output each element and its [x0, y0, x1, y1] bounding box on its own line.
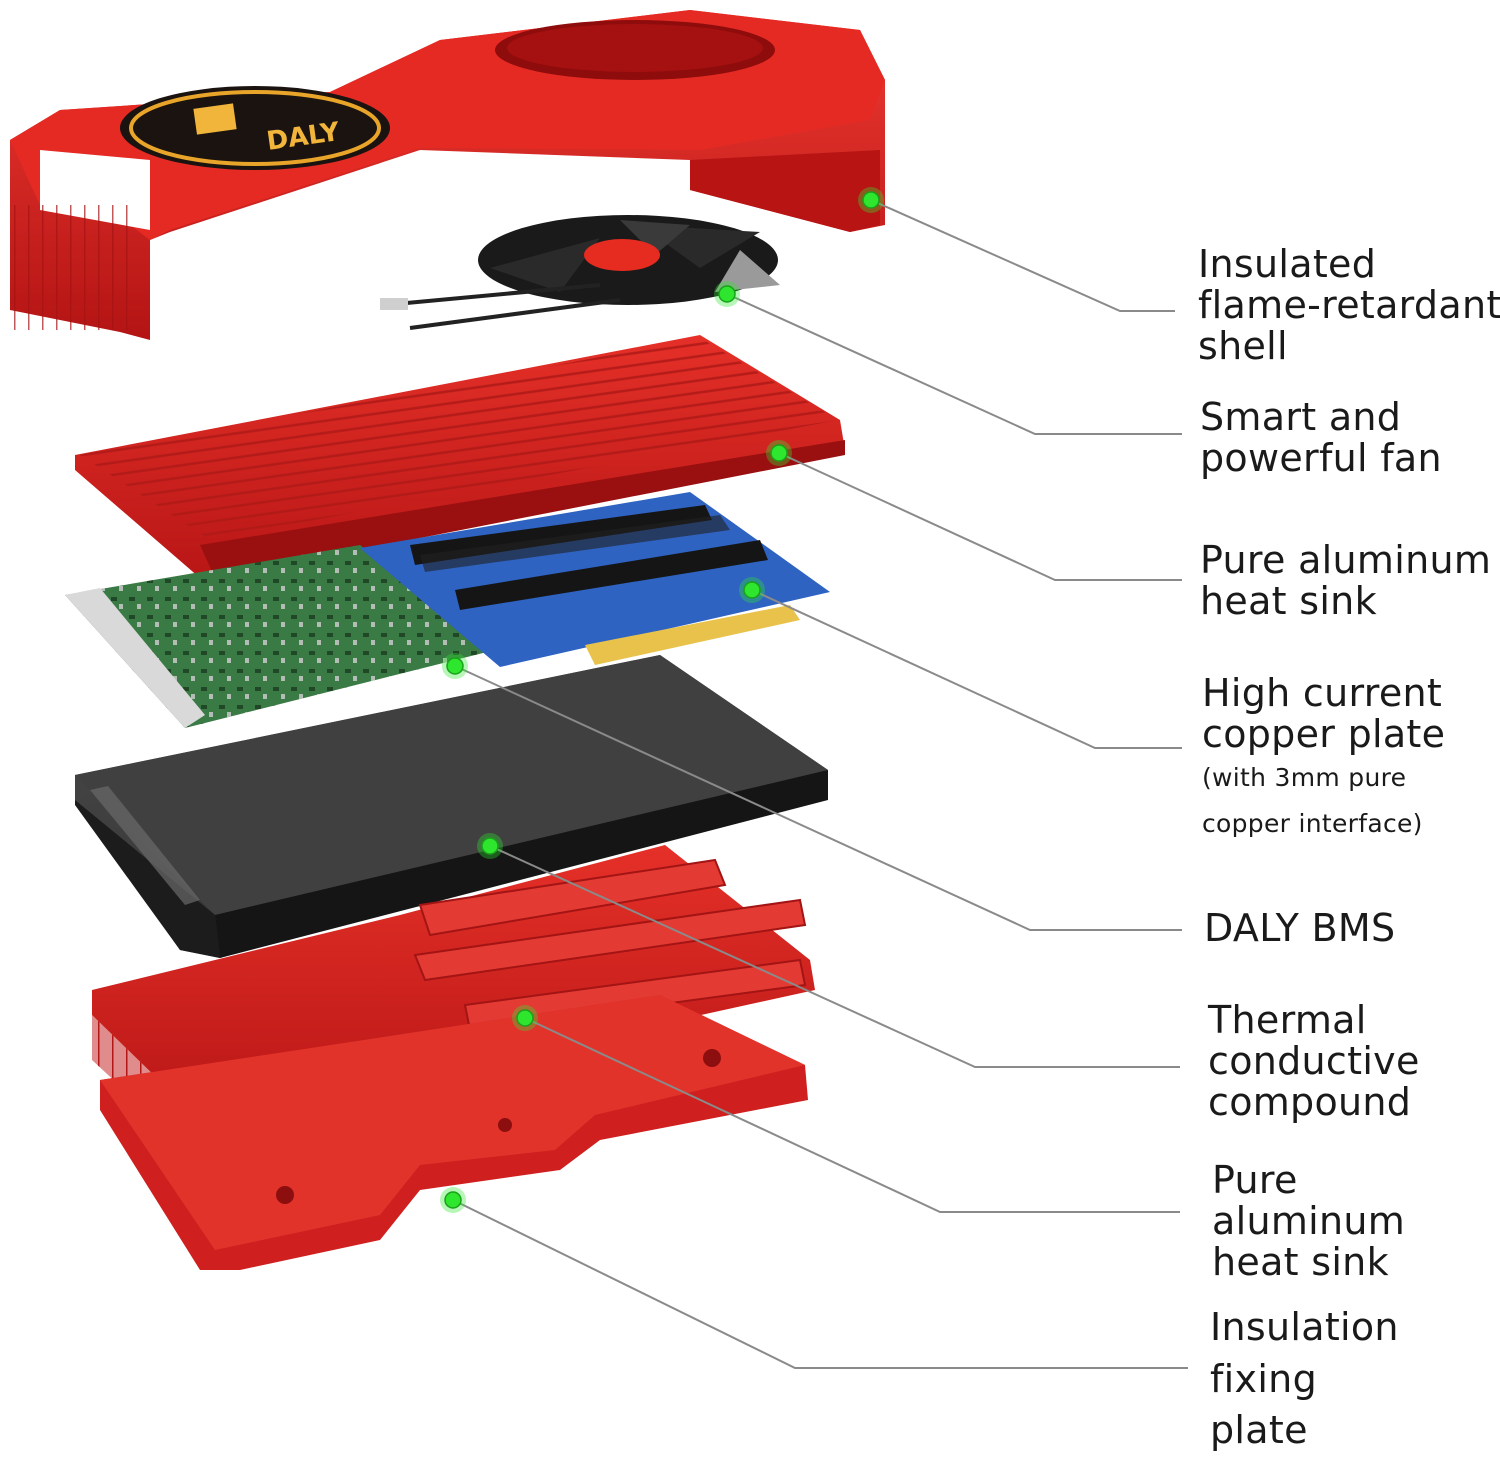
label-bottom-heat-sink: Pure aluminum heat sink — [1212, 1158, 1406, 1285]
leader-line-shell — [870, 199, 1175, 312]
label-fixing-plate: Insulation fixing plate — [1210, 1302, 1399, 1457]
label-copper-plate-line-1: High current — [1202, 671, 1443, 715]
label-copper-plate-note-2: copper interface) — [1202, 809, 1423, 839]
leader-line-bms — [454, 665, 1182, 931]
label-bottom-heat-sink-line-2: aluminum — [1212, 1199, 1406, 1244]
label-top-heat-sink-line-2: heat sink — [1200, 579, 1377, 624]
leader-lines — [452, 199, 1188, 1369]
marker-dot-bms — [446, 657, 464, 675]
label-bottom-heat-sink-line-1: Pure — [1212, 1158, 1298, 1202]
leader-line-top-heat-sink — [778, 452, 1182, 581]
fan-illustration — [380, 215, 780, 330]
leader-line-fan — [726, 293, 1182, 435]
leader-line-thermal-compound — [489, 845, 1180, 1068]
label-fan-line-2: powerful fan — [1200, 436, 1442, 481]
marker-dot-top-heat-sink — [770, 444, 788, 462]
leader-line-copper-plate — [751, 589, 1182, 749]
label-fan-line-1: Smart and — [1200, 395, 1402, 439]
label-bms-line-1: DALY BMS — [1204, 906, 1396, 950]
label-copper-plate-note-1: (with 3mm pure — [1202, 763, 1407, 793]
marker-dot-fan — [718, 285, 736, 303]
label-shell-line-1: Insulated — [1198, 242, 1377, 286]
label-thermal-compound-line-1: Thermal — [1208, 998, 1367, 1042]
leader-line-bottom-heat-sink — [524, 1017, 1180, 1213]
label-thermal-compound-line-3: compound — [1208, 1080, 1412, 1125]
label-copper-plate-line-2: copper plate — [1202, 712, 1446, 757]
label-shell-line-3: shell — [1198, 324, 1288, 369]
label-bottom-heat-sink-line-3: heat sink — [1212, 1240, 1389, 1285]
shell-illustration: DALY — [10, 10, 885, 340]
label-shell: Insulated flame-retardant shell — [1198, 242, 1500, 369]
label-thermal-compound-line-2: conductive — [1208, 1039, 1420, 1084]
label-fan: Smart and powerful fan — [1200, 395, 1442, 481]
callout-markers — [440, 187, 884, 1213]
top-heat-sink-illustration — [75, 335, 845, 578]
marker-dot-fixing-plate — [444, 1191, 462, 1209]
leader-line-fixing-plate — [452, 1199, 1188, 1369]
label-top-heat-sink-line-1: Pure aluminum — [1200, 538, 1492, 582]
marker-dot-shell — [862, 191, 880, 209]
marker-dot-bottom-heat-sink — [516, 1009, 534, 1027]
label-thermal-compound: Thermal conductive compound — [1208, 998, 1420, 1125]
marker-dot-copper-plate — [743, 581, 761, 599]
insulation-fixing-plate-illustration — [100, 995, 808, 1270]
pcb-boards-illustration — [65, 492, 830, 728]
label-top-heat-sink: Pure aluminum heat sink — [1200, 538, 1492, 624]
label-shell-line-2: flame-retardant — [1198, 283, 1500, 328]
label-fixing-plate-line-3: plate — [1210, 1408, 1308, 1453]
label-bms: DALY BMS — [1204, 906, 1396, 950]
label-copper-plate: High current copper plate (with 3mm pure… — [1202, 671, 1446, 848]
marker-dot-thermal-compound — [481, 837, 499, 855]
bms-case-illustration — [75, 655, 828, 958]
label-fixing-plate-line-1: Insulation — [1210, 1305, 1399, 1349]
label-fixing-plate-line-2: fixing — [1210, 1356, 1317, 1401]
